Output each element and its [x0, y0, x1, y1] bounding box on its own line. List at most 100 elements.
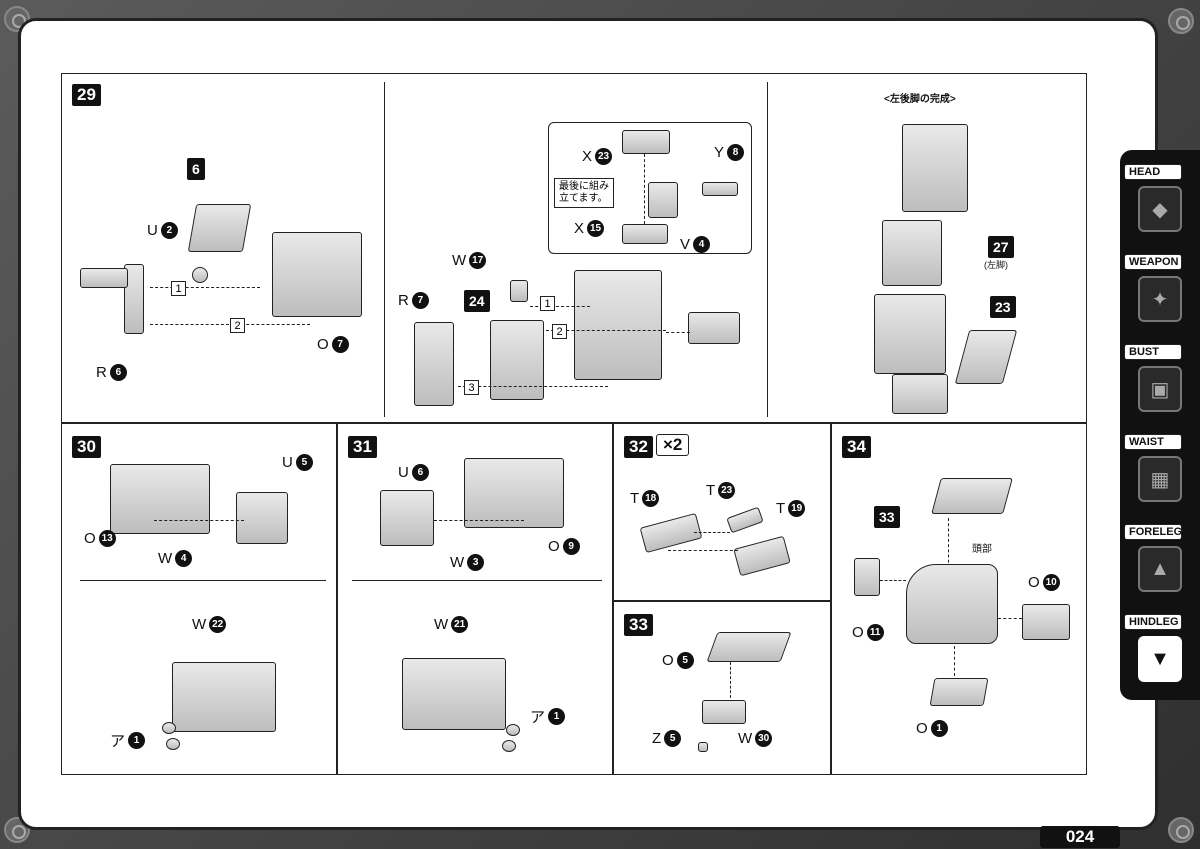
- step-number: 34: [842, 436, 871, 458]
- part-number-27: 27: [988, 236, 1014, 258]
- tab-label: WEAPON: [1124, 254, 1182, 270]
- step-box: 1: [171, 281, 186, 296]
- corner-bolt-icon: [1168, 817, 1194, 843]
- sidebar-tab-bust[interactable]: BUST ▣: [1124, 344, 1198, 420]
- sidebar-tab-foreleg[interactable]: FORELEG▲: [1124, 524, 1198, 600]
- corner-bolt-icon: [4, 817, 30, 843]
- tab-label: BUST: [1124, 344, 1182, 360]
- assembly-arrow: [730, 662, 731, 698]
- part-upper-leg: [902, 124, 968, 212]
- completion-title: <左後脚の完成>: [884, 94, 956, 105]
- part-y8: [702, 182, 738, 196]
- part-cap: [506, 724, 520, 736]
- part-w17: [510, 280, 528, 302]
- sidebar-tab-waist[interactable]: WAIST▦: [1124, 434, 1198, 510]
- assembly-arrow: [948, 518, 949, 568]
- sidebar-tab-hindleg[interactable]: HINDLEG ▼: [1124, 614, 1198, 690]
- sidebar-tab-head[interactable]: HEAD ◆: [1124, 164, 1198, 240]
- part-assembled-frame: [402, 658, 506, 730]
- corner-bolt-icon: [1168, 8, 1194, 34]
- assembly-arrow: [644, 154, 645, 224]
- part-t18: [639, 512, 703, 554]
- step-box: 2: [552, 324, 567, 339]
- tab-label: HINDLEG: [1124, 614, 1182, 630]
- part-number-24: 24: [464, 290, 490, 312]
- step-number: 32: [624, 436, 653, 458]
- part-x23: [622, 130, 670, 154]
- part-leg-block: [574, 270, 662, 380]
- part-foot: [892, 374, 948, 414]
- part-v4: [648, 182, 678, 218]
- part-plate: [236, 492, 288, 544]
- bust-icon: ▣: [1138, 366, 1182, 412]
- part-24: [490, 320, 544, 400]
- assembly-arrow: [434, 520, 524, 521]
- tab-label: HEAD: [1124, 164, 1182, 180]
- part-z5: [698, 742, 708, 752]
- part-o5: [706, 632, 792, 662]
- part-leg-frame: [272, 232, 362, 317]
- part-number-23: 23: [990, 296, 1016, 318]
- part-cap: [502, 740, 516, 752]
- head-icon: ◆: [1138, 186, 1182, 232]
- part-cap: [166, 738, 180, 750]
- part-33-assembly: [931, 478, 1013, 514]
- page-number: 024: [1040, 826, 1120, 848]
- multiplier-badge: ×2: [656, 434, 690, 456]
- part-armor-piece: [187, 204, 252, 252]
- hindleg-icon: ▼: [1138, 636, 1182, 682]
- assembly-arrow: [998, 618, 1022, 619]
- part-27-sub: (左脚): [984, 260, 1008, 270]
- part-foot-cap: [688, 312, 740, 344]
- part-w30: [702, 700, 746, 724]
- assembly-arrow: [668, 550, 738, 551]
- assembly-arrow: [154, 520, 244, 521]
- step-box: 3: [464, 380, 479, 395]
- tab-label: FORELEG: [1124, 524, 1182, 540]
- assembly-arrow: [880, 580, 906, 581]
- part-x15: [622, 224, 668, 244]
- sub-divider: [80, 580, 326, 582]
- assembly-arrow: [150, 287, 260, 288]
- part-cap: [162, 722, 176, 734]
- part-23-claw: [954, 330, 1018, 384]
- part-t19: [733, 535, 791, 577]
- sub-divider: [384, 82, 386, 417]
- sidebar-tab-weapon[interactable]: WEAPON✦: [1124, 254, 1198, 330]
- part-knee: [882, 220, 942, 286]
- label-head: 頭部: [972, 544, 992, 555]
- waist-icon: ▦: [1138, 456, 1182, 502]
- step-number: 29: [72, 84, 101, 106]
- assembly-arrow: [546, 330, 666, 331]
- assembly-arrow: [954, 646, 955, 676]
- step-number: 33: [624, 614, 653, 636]
